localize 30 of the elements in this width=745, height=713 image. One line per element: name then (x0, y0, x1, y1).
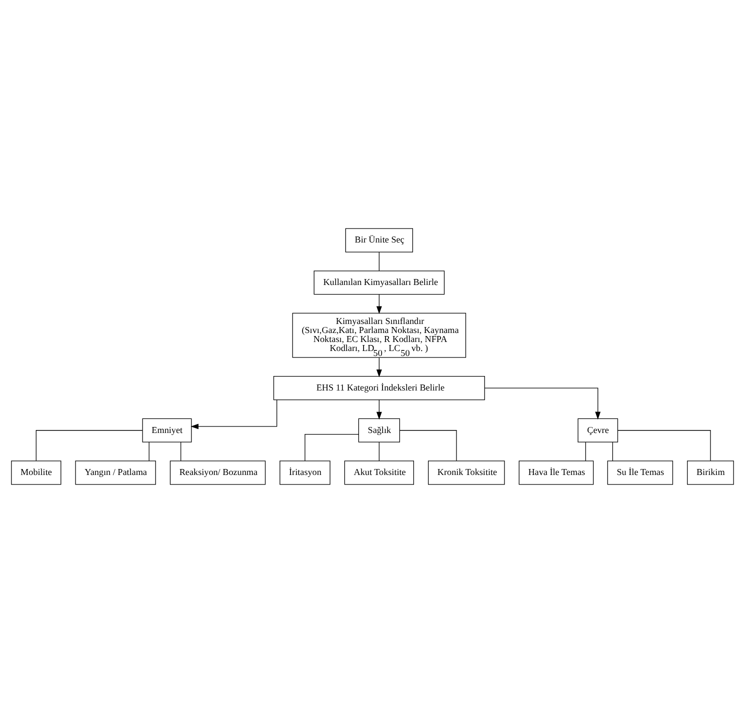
node-box: Birikim (687, 460, 734, 485)
node-box: Sağlık (358, 418, 400, 442)
connector (399, 430, 457, 462)
node-box: Su İle Temas (607, 460, 674, 485)
node-box: İritasyon (280, 460, 330, 485)
connector (304, 434, 359, 462)
arrow (376, 357, 382, 378)
arrow (376, 400, 382, 420)
connector (612, 442, 613, 462)
node-box: Mobilite (11, 460, 62, 485)
node-box: Emniyet (142, 418, 192, 442)
connector (36, 430, 143, 462)
node-box: Akut Toksitite (344, 460, 414, 485)
arrow (484, 388, 601, 420)
arrow (190, 399, 278, 430)
arrow (376, 294, 382, 314)
node-box: Bir Ünite Seç (345, 228, 414, 252)
node-box: Kullanılan Kimyasalları Belirle (314, 270, 445, 295)
connector (378, 442, 380, 462)
connector (378, 252, 380, 272)
connector (585, 442, 586, 462)
connector (617, 430, 711, 462)
node-box: Hava İle Temas (518, 460, 594, 485)
node-box: Yangın / Patlama (75, 460, 156, 485)
node-box: Reaksiyon/ Bozunma (170, 460, 266, 485)
node-box: Çevre (578, 418, 618, 442)
node-box: Kronik Toksitite (428, 460, 505, 485)
connector (180, 442, 182, 462)
node-box: EHS 11 Kategori İndeksleri Belirle (273, 376, 485, 400)
connector (148, 442, 150, 462)
